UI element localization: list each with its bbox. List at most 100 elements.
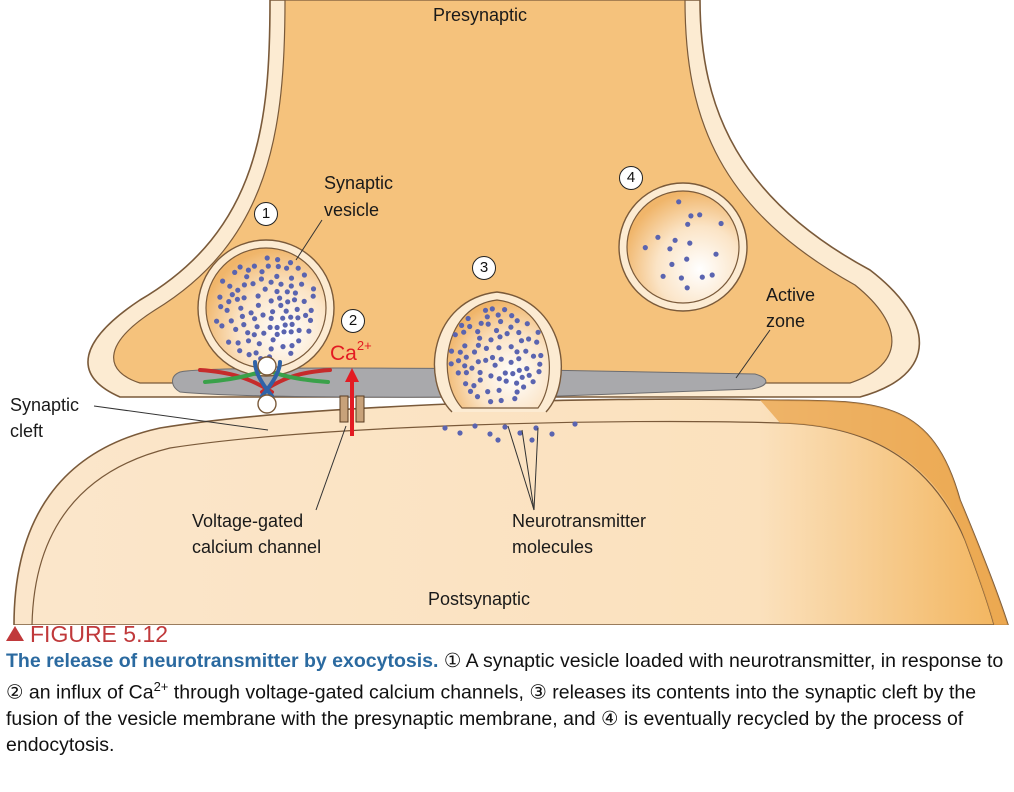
neurotransmitter-dot [660, 273, 666, 279]
neurotransmitter-label-line2: molecules [512, 537, 594, 557]
neurotransmitter-dot [307, 317, 314, 323]
neurotransmitter-dot [288, 283, 294, 289]
neurotransmitter-dot [218, 304, 224, 310]
neurotransmitter-dot [295, 315, 301, 321]
neurotransmitter-dot [685, 221, 691, 227]
neurotransmitter-dot [535, 329, 541, 335]
neurotransmitter-dot [235, 340, 241, 346]
neurotransmitter-dot [498, 356, 504, 362]
neurotransmitter-dot [537, 361, 543, 367]
calcium-channel-label-line2: calcium channel [192, 537, 322, 557]
neurotransmitter-dot [268, 346, 274, 352]
neurotransmitter-dot [669, 261, 675, 267]
neurotransmitter-dot [502, 370, 508, 376]
neurotransmitter-dot [504, 331, 510, 337]
neurotransmitter-dot [474, 394, 481, 400]
neurotransmitter-dot [477, 335, 483, 341]
neurotransmitter-dot [467, 388, 474, 394]
neurotransmitter-dot [496, 345, 502, 351]
leader-lines [93, 219, 771, 511]
released-neurotransmitter-dot [495, 437, 501, 443]
released-neurotransmitter-dot [457, 430, 463, 436]
docking-proteins [198, 356, 332, 414]
neurotransmitter-dot [538, 352, 544, 359]
step-4-marker: 4 [619, 166, 643, 190]
neurotransmitter-dot [448, 348, 455, 354]
neurotransmitter-dot [697, 212, 703, 218]
neurotransmitter-dot [519, 374, 525, 380]
neurotransmitter-dot [250, 281, 256, 287]
neurotransmitter-dot [270, 309, 276, 315]
neurotransmitter-dot [524, 321, 530, 327]
neurotransmitter-dot [678, 275, 685, 281]
caption-text: The release of neurotransmitter by exocy… [6, 650, 1004, 756]
neurotransmitter-dot [234, 296, 240, 302]
neurotransmitter-dot [471, 383, 477, 389]
neurotransmitter-dot [220, 278, 226, 284]
neurotransmitter-dot [275, 263, 281, 270]
neurotransmitter-dot [485, 389, 491, 395]
neurotransmitter-dot [275, 257, 281, 263]
neurotransmitter-dot [455, 358, 462, 364]
neurotransmitter-dot [262, 286, 268, 292]
neurotransmitter-dot [296, 338, 302, 344]
released-neurotransmitter-dot [533, 425, 539, 431]
neurotransmitter-dot [488, 399, 494, 405]
neurotransmitter-dot [233, 326, 239, 332]
neurotransmitter-dot [465, 315, 471, 322]
neurotransmitter-dot [483, 345, 489, 351]
vesicle-1-neurotransmitters [214, 255, 317, 362]
neurotransmitter-dot [217, 294, 223, 300]
neurotransmitter-dot [485, 321, 491, 327]
neurotransmitter-dot [516, 329, 522, 336]
neurotransmitter-dot [228, 318, 234, 324]
neurotransmitter-dot [224, 307, 230, 313]
neurotransmitter-dot [268, 298, 274, 304]
neurotransmitter-dot [245, 267, 251, 273]
neurotransmitter-dot [477, 369, 483, 376]
synaptic-vesicle-label-line1: Synaptic [324, 173, 394, 193]
neurotransmitter-dot [448, 361, 454, 367]
neurotransmitter-dot [718, 220, 724, 227]
neurotransmitter-dot [467, 323, 473, 330]
neurotransmitter-dot [235, 287, 241, 293]
neurotransmitter-dot [285, 299, 291, 305]
synaptic-vesicle-4-recycled [618, 182, 748, 312]
neurotransmitter-dot [471, 349, 478, 355]
neurotransmitter-dot [291, 297, 298, 303]
neurotransmitter-dot [524, 366, 530, 372]
neurotransmitter-dot [270, 337, 276, 343]
neurotransmitter-dot [457, 349, 463, 355]
neurotransmitter-dot [299, 281, 305, 287]
neurotransmitter-dot [229, 292, 235, 298]
neurotransmitter-dot [461, 329, 467, 335]
neurotransmitter-dot [469, 365, 475, 371]
neurotransmitter-dot [226, 299, 232, 305]
step-1-marker: 1 [254, 202, 278, 226]
neurotransmitter-dot [495, 312, 501, 318]
neurotransmitter-dot [514, 380, 520, 386]
neurotransmitter-dot [503, 378, 509, 384]
neurotransmitter-dot [497, 334, 503, 340]
neurotransmitter-dot [493, 327, 500, 334]
neurotransmitter-dot [477, 377, 483, 383]
neurotransmitter-dot [483, 357, 489, 363]
neurotransmitter-dot [482, 307, 489, 313]
neurotransmitter-dot [484, 314, 490, 320]
neurotransmitter-dot [278, 281, 284, 287]
synaptic-vesicle-1 [197, 239, 335, 377]
released-neurotransmitter-dot [472, 423, 478, 429]
neurotransmitter-dot [268, 315, 274, 321]
neurotransmitter-dot [475, 359, 481, 365]
figure-caption: FIGURE 5.12 The release of neurotransmit… [6, 620, 1006, 758]
released-neurotransmitter-dot [517, 430, 523, 436]
active-zone-label-line2: zone [766, 311, 806, 331]
neurotransmitter-dot [462, 363, 468, 369]
synaptic-cleft-label-line1: Synaptic [10, 395, 80, 415]
neurotransmitter-dot [248, 310, 254, 316]
neurotransmitter-dot [280, 315, 286, 321]
neurotransmitter-dot [530, 379, 536, 385]
neurotransmitter-dot [516, 356, 522, 362]
neurotransmitter-dot [245, 330, 251, 336]
neurotransmitter-dot [284, 265, 290, 271]
